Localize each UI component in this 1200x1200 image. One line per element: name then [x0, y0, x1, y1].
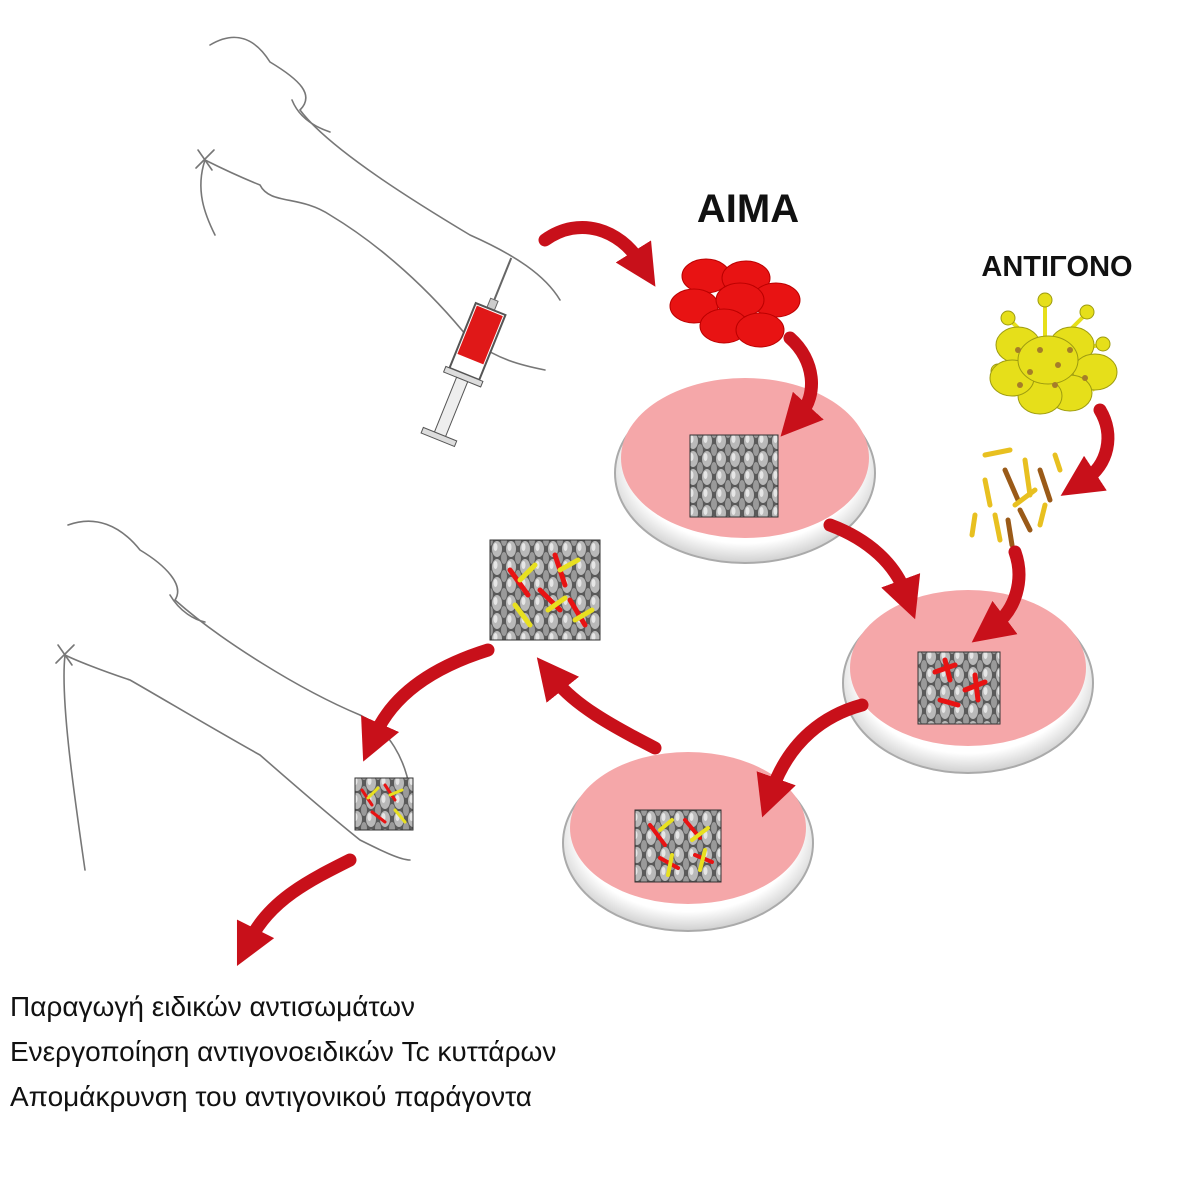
microscope-tile-2: [917, 651, 1001, 725]
petri-dish-1: [614, 378, 876, 564]
microscope-tile-large: [489, 539, 601, 641]
arrow-dish2-to-dish3: [756, 698, 869, 818]
caption-line-1: Παραγωγή ειδικών αντισωμάτων: [10, 991, 416, 1022]
petri-dish-2: [842, 590, 1094, 774]
outcome-caption: Παραγωγή ειδικών αντισωμάτων Ενεργοποίησ…: [10, 984, 556, 1119]
blood-label: ΑΙΜΑ: [697, 187, 799, 231]
antigen-rods-icon: [969, 447, 1063, 548]
arrow-rods-to-dish2: [971, 545, 1026, 643]
petri-dish-3: [562, 752, 814, 932]
syringe-icon: [420, 257, 513, 448]
process-arrows: [236, 220, 1115, 967]
antigen-virus-icon: [989, 292, 1118, 415]
arrow-dish1-to-dish2: [823, 518, 921, 620]
arrow-blood-to-dish1: [780, 331, 824, 437]
blood-cells-icon: [669, 258, 801, 348]
arrow-arm-to-blood: [538, 220, 656, 287]
caption-line-2: Ενεργοποίηση αντιγονοειδικών Tc κυττάρων: [10, 1036, 557, 1067]
antigen-label: ΑΝΤΙΓΟΝΟ: [981, 251, 1132, 283]
microscope-tile-3: [634, 809, 722, 883]
microscope-tile-small: [354, 777, 414, 831]
microscope-tile-1: [689, 434, 779, 518]
caption-line-3: Απομάκρυνση του αντιγονικού παράγοντα: [10, 1081, 532, 1112]
arrow-arm-to-caption: [236, 853, 357, 967]
arm-sketch-top: [195, 36, 561, 371]
arrow-tile-to-arm: [361, 643, 495, 762]
arrow-dish3-to-tile: [536, 657, 662, 755]
arrow-antigen-to-rods: [1060, 403, 1115, 496]
